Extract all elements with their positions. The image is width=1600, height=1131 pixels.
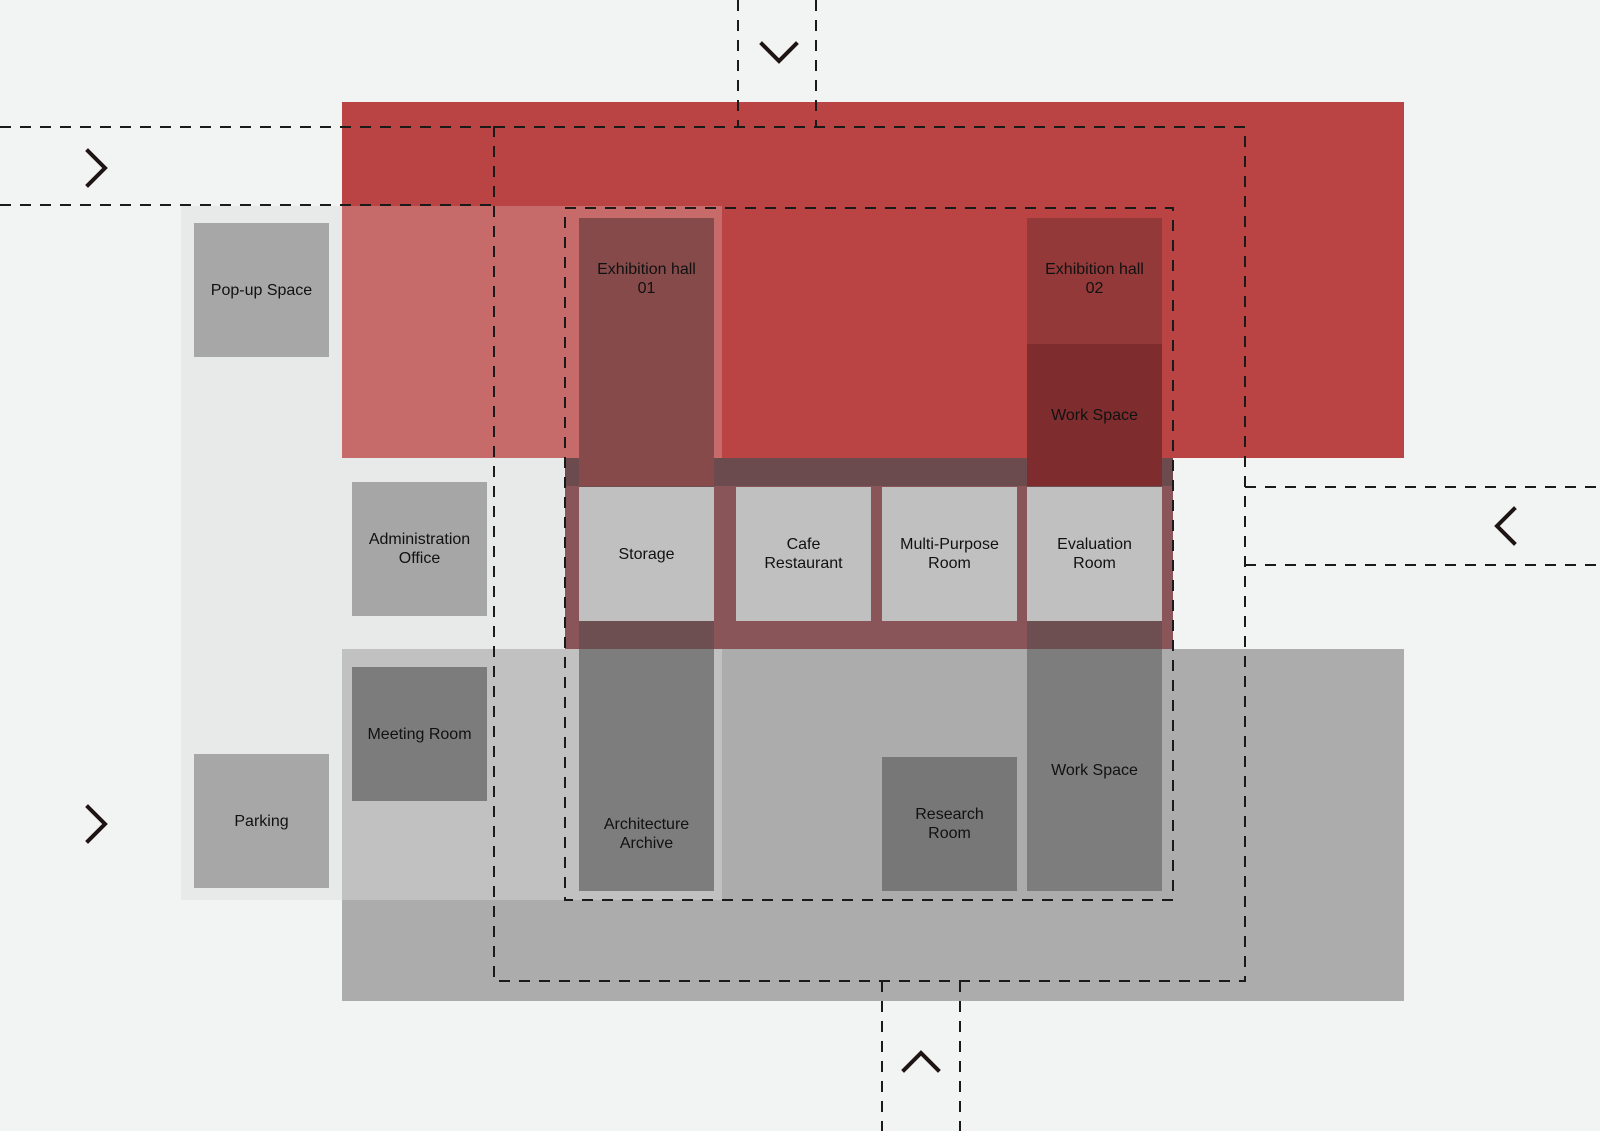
chevron-down-icon: [759, 41, 799, 64]
work-space-bottom-room: Work Space: [1027, 649, 1162, 891]
chevron-left-icon: [1494, 506, 1517, 546]
multi-purpose-label: Multi-Purpose Room: [900, 536, 999, 572]
exhibition-hall-01-room: Exhibition hall 01: [579, 218, 714, 486]
storage-room: Storage: [579, 487, 714, 621]
work-space-top-label: Work Space: [1051, 406, 1138, 424]
cafe-restaurant-room: Cafe Restaurant: [736, 487, 871, 621]
chevron-right-icon: [85, 804, 108, 844]
parking-room: Parking: [194, 754, 329, 888]
chevron-up-icon: [901, 1050, 941, 1073]
exhibition-hall-02-room: Exhibition hall 02: [1027, 218, 1162, 344]
multi-purpose-room: Multi-Purpose Room: [882, 487, 1017, 621]
work-space-top-room: Work Space: [1027, 344, 1162, 486]
administration-office-room: Administration Office: [352, 482, 487, 616]
evaluation-label: Evaluation Room: [1057, 536, 1132, 572]
parking-label: Parking: [234, 812, 289, 830]
architecture-archive-label: Architecture Archive: [603, 816, 690, 852]
meeting-room: Meeting Room: [352, 667, 487, 801]
chevron-right-icon: [85, 148, 108, 188]
exhibition-hall-01-label: Exhibition hall 01: [597, 261, 696, 297]
evaluation-room: Evaluation Room: [1027, 487, 1162, 621]
research-room-label: Research Room: [915, 806, 984, 842]
meeting-room-label: Meeting Room: [367, 725, 472, 743]
work-space-bottom-label: Work Space: [1051, 761, 1138, 779]
research-room: Research Room: [882, 757, 1017, 891]
popup-space-room: Pop-up Space: [194, 223, 329, 357]
popup-space-label: Pop-up Space: [210, 281, 313, 299]
cafe-restaurant-label: Cafe Restaurant: [764, 536, 843, 572]
exhibition-hall-02-label: Exhibition hall 02: [1045, 261, 1144, 297]
administration-office-label: Administration Office: [368, 531, 471, 567]
storage-label: Storage: [618, 545, 675, 563]
architecture-archive-room: Architecture Archive: [579, 649, 714, 891]
